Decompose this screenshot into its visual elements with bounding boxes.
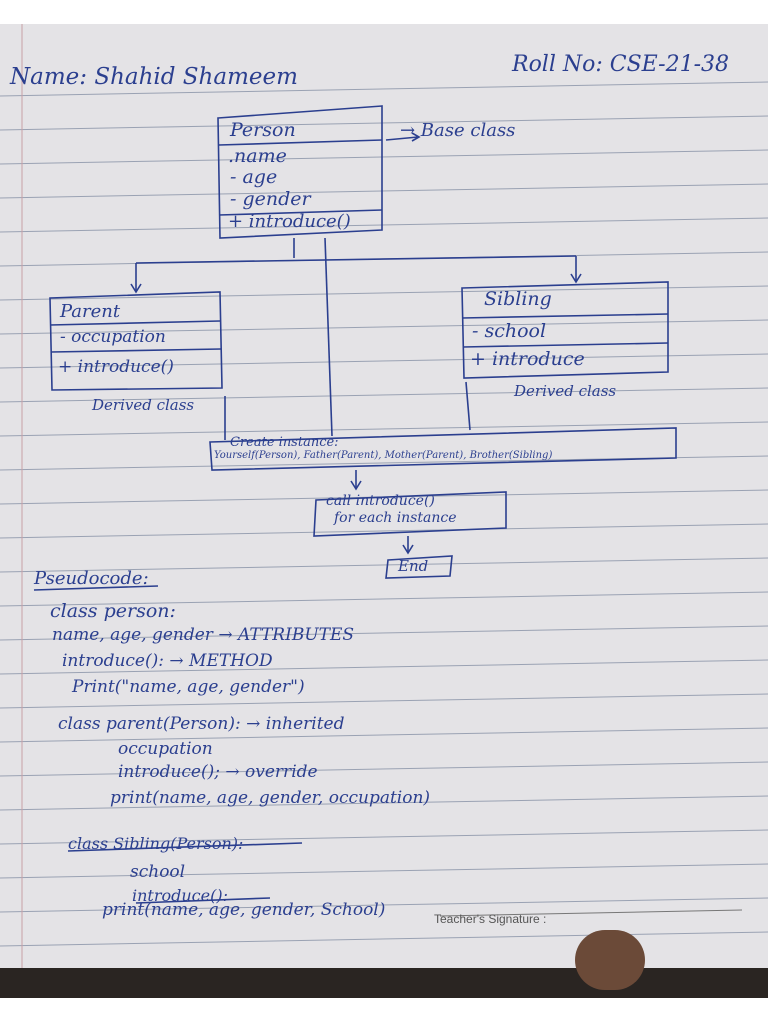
person-attr-name: .name xyxy=(228,147,287,166)
call-introduce-line1: call introduce() xyxy=(326,494,435,508)
pseudo-line-7: introduce(); → override xyxy=(118,764,318,781)
create-instance-heading: Create instance: xyxy=(230,436,339,449)
parent-derived-label: Derived class xyxy=(92,398,194,413)
sibling-attr-school: - school xyxy=(472,322,546,341)
student-name: Name: Shahid Shameem xyxy=(10,66,298,89)
sibling-method: + introduce xyxy=(470,350,585,369)
create-instance-list: Yourself(Person), Father(Parent), Mother… xyxy=(214,451,552,461)
pseudo-line-8: print(name, age, gender, occupation) xyxy=(110,790,430,807)
base-class-note: → Base class xyxy=(400,122,515,140)
desk-shadow xyxy=(0,968,768,998)
sibling-title: Sibling xyxy=(484,290,552,309)
bottom-edge xyxy=(0,968,768,1024)
parent-title: Parent xyxy=(60,303,120,321)
person-title: Person xyxy=(230,121,296,140)
roll-number: Roll No: CSE-21-38 xyxy=(512,54,729,76)
sibling-derived-label: Derived class xyxy=(514,384,616,399)
parent-method: + introduce() xyxy=(58,359,174,376)
pseudo-line-3: introduce(): → METHOD xyxy=(62,653,273,670)
person-method: + introduce() xyxy=(228,213,351,231)
parent-attr-occupation: - occupation xyxy=(60,329,166,346)
pseudo-line-6: occupation xyxy=(118,741,213,758)
pseudo-line-4: Print("name, age, gender") xyxy=(72,679,305,696)
pseudo-line-12: print(name, age, gender, School) xyxy=(102,902,385,919)
person-attr-age: - age xyxy=(230,168,277,187)
pseudo-line-2: name, age, gender → ATTRIBUTES xyxy=(52,627,354,644)
pseudocode-heading: Pseudocode: xyxy=(34,570,149,588)
thumb-photo xyxy=(575,930,645,990)
pseudo-line-10: school xyxy=(130,864,185,881)
pseudo-line-1: class person: xyxy=(50,602,176,621)
pseudo-line-9: class Sibling(Person): xyxy=(68,836,243,852)
teachers-signature-label: Teacher's Signature : xyxy=(434,912,546,926)
call-introduce-line2: for each instance xyxy=(334,511,457,525)
end-label: End xyxy=(398,559,428,574)
person-attr-gender: - gender xyxy=(230,190,311,209)
pseudo-line-5: class parent(Person): → inherited xyxy=(58,716,344,733)
